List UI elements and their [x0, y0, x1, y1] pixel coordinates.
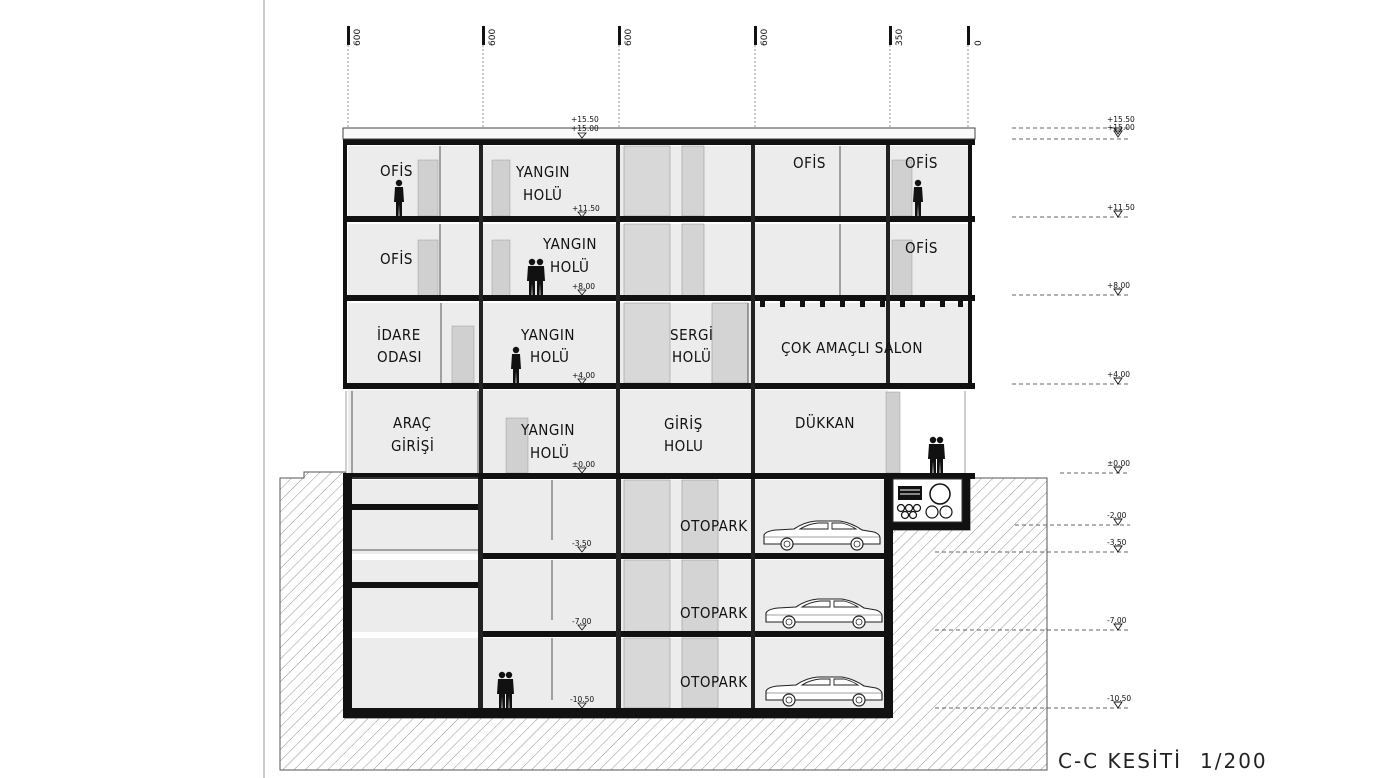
floor-slabs	[343, 139, 975, 718]
room-cok-amacli-salon: ÇOK AMAÇLI SALON	[781, 339, 923, 357]
mechanical-equipment	[892, 478, 963, 523]
inline-level-000: ±0.00	[572, 460, 595, 469]
level-label-m700: -7.00	[1107, 616, 1127, 625]
room-otopark-1: OTOPARK	[680, 517, 748, 535]
level-label-m1050: -10.50	[1107, 694, 1131, 703]
room-idare-1: İDARE	[377, 325, 421, 344]
inline-level-1500: +15.00	[571, 124, 599, 133]
inline-level-m350: -3.50	[572, 539, 592, 548]
room-labels: OFİS YANGIN HOLÜ OFİS OFİS OFİS YANGIN H…	[377, 153, 938, 691]
room-yangin-1-1: YANGIN	[520, 421, 575, 439]
level-labels: +15.50 +15.00 +11.50 +8.00 +4.00 ±0.00 -…	[1107, 115, 1135, 703]
level-lines	[935, 127, 1130, 709]
level-label-m200: -2.00	[1107, 511, 1127, 520]
drawing-scale: 1/200	[1200, 749, 1268, 773]
room-sergi-2: HOLÜ	[672, 347, 711, 366]
room-dukkan: DÜKKAN	[795, 413, 855, 432]
inline-level-1150: +11.50	[572, 204, 600, 213]
room-ofis-4b: OFİS	[793, 153, 826, 172]
structure-walls	[343, 139, 972, 718]
room-idare-2: ODASI	[377, 348, 422, 366]
level-label-400: +4.00	[1107, 370, 1130, 379]
room-yangin-4-2: HOLÜ	[523, 185, 562, 204]
room-ofis-4c: OFİS	[905, 153, 938, 172]
level-label-1150: +11.50	[1107, 203, 1135, 212]
grid-axes	[347, 26, 970, 128]
level-triangles	[1113, 127, 1123, 709]
columns	[478, 145, 890, 708]
drawing-title: C-C KESİTİ	[1058, 749, 1182, 773]
inline-level-marks: +15.50 +15.00 +11.50 +8.00 +4.00 ±0.00 -…	[570, 115, 600, 709]
axis-dim-3: 600	[624, 29, 634, 46]
room-yangin-3-1: YANGIN	[542, 235, 597, 253]
core-fills	[417, 145, 913, 709]
inline-level-1550: +15.50	[571, 115, 599, 124]
inline-level-m1050: -10.50	[570, 695, 594, 704]
room-otopark-3: OTOPARK	[680, 673, 748, 691]
room-arac-1: ARAÇ	[393, 414, 431, 432]
room-otopark-2: OTOPARK	[680, 604, 748, 622]
room-yangin-2-1: YANGIN	[520, 326, 575, 344]
level-label-000: ±0.00	[1107, 459, 1130, 468]
room-ofis-3a: OFİS	[380, 249, 413, 268]
level-label-1550: +15.50	[1107, 115, 1135, 124]
roof-parapet	[342, 127, 976, 140]
room-yangin-4-1: YANGIN	[515, 163, 570, 181]
axis-dim-2: 600	[488, 29, 498, 46]
drawing-title-block: C-C KESİTİ 1/200	[1058, 749, 1268, 773]
inline-level-m700: -7.00	[572, 617, 592, 626]
room-giris-2: HOLU	[664, 437, 703, 455]
room-yangin-3-2: HOLÜ	[550, 257, 589, 276]
room-giris-1: GİRİŞ	[664, 414, 703, 433]
partitions	[351, 146, 841, 700]
ground-floor-edges	[345, 391, 966, 473]
axis-dimension-labels: 600 600 600 600 350 0	[353, 29, 984, 46]
room-ofis-3c: OFİS	[905, 238, 938, 257]
axis-dim-6: 0	[974, 40, 984, 46]
room-yangin-2-2: HOLÜ	[530, 347, 569, 366]
level-label-800: +8.00	[1107, 281, 1130, 290]
inline-level-800: +8.00	[572, 282, 595, 291]
axis-dim-4: 600	[760, 29, 770, 46]
room-yangin-1-2: HOLÜ	[530, 443, 569, 462]
inline-level-400: +4.00	[572, 371, 595, 380]
level-label-m350: -3.50	[1107, 538, 1127, 547]
axis-dim-5: 350	[895, 29, 905, 46]
axis-dim-1: 600	[353, 29, 363, 46]
room-arac-2: GİRİŞİ	[391, 436, 434, 455]
room-ofis-4a: OFİS	[380, 161, 413, 180]
level-label-1500: +15.00	[1107, 123, 1135, 132]
ceiling-beams	[760, 301, 963, 307]
room-sergi-1: SERGİ	[670, 325, 713, 344]
